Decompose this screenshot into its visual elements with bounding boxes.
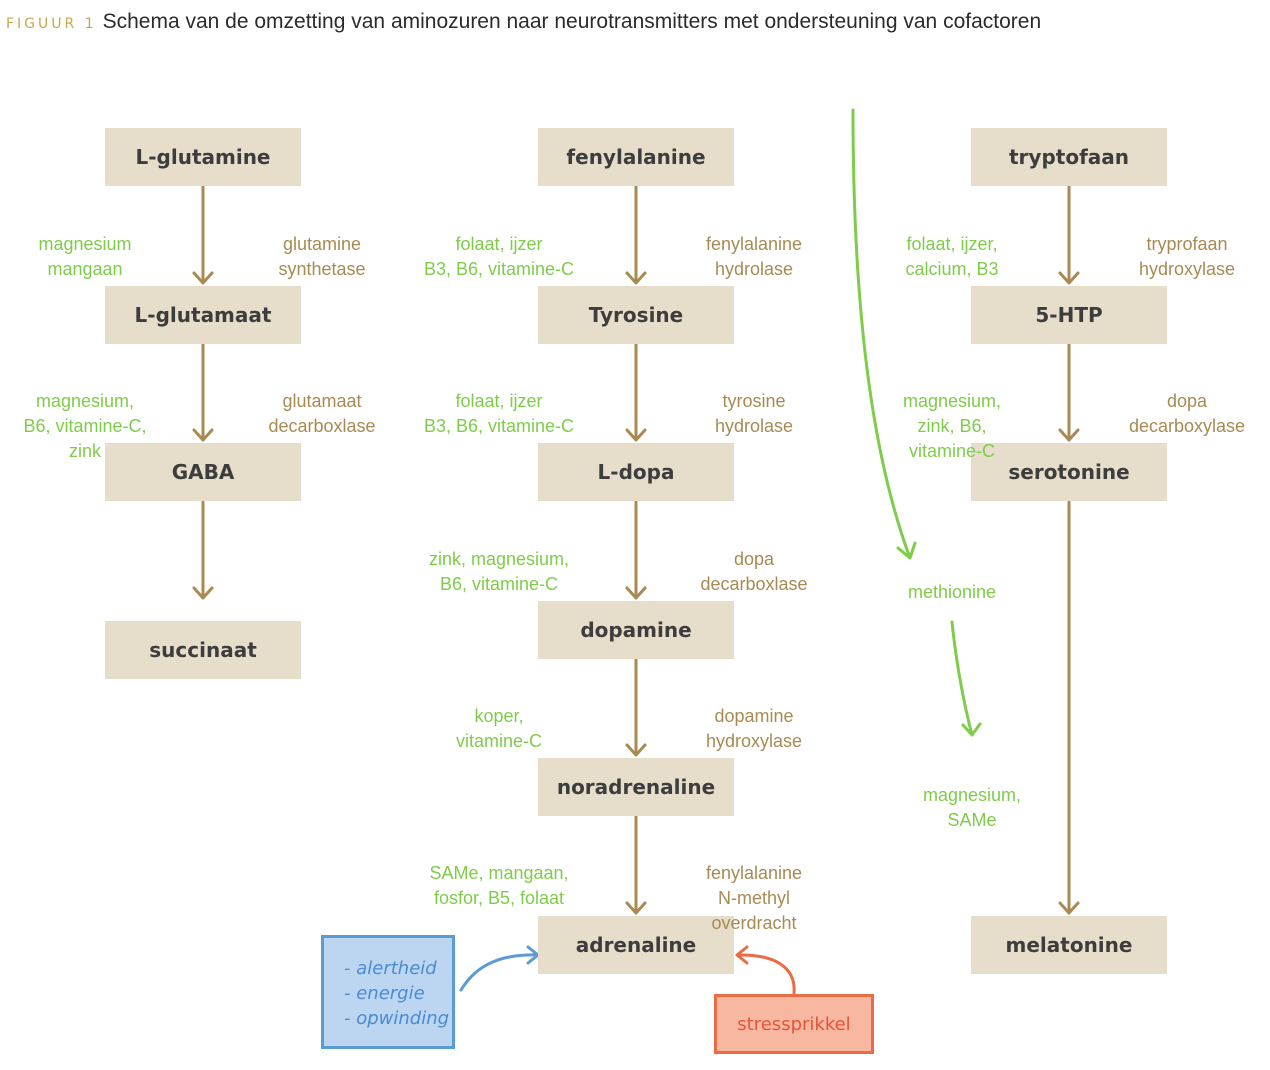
node-5-htp: 5-HTP bbox=[971, 286, 1167, 344]
arrow-stress-adrenaline bbox=[735, 945, 796, 995]
node-tryptofaan: tryptofaan bbox=[971, 128, 1167, 186]
node-succinaat: succinaat bbox=[105, 621, 301, 679]
arrow-methionine-samE bbox=[950, 620, 982, 737]
arrow-fenylalanine-tyrosine bbox=[625, 185, 647, 285]
cofactor-methionine: methionine bbox=[907, 582, 997, 602]
cofactor-serotonine-melatonine: magnesium,SAMe bbox=[922, 785, 1022, 830]
figure-caption: FIGUUR 1 Schema van de omzetting van amin… bbox=[6, 10, 1041, 34]
stress-trigger-box: stressprikkel bbox=[714, 994, 874, 1054]
arrow-serotonine-melatonine bbox=[1058, 500, 1080, 915]
node-tyrosine: Tyrosine bbox=[538, 286, 734, 344]
arrow-effects-adrenaline bbox=[459, 945, 540, 992]
effect-item: - opwinding bbox=[344, 1008, 450, 1029]
arrow-dopamine-noradrenaline bbox=[625, 657, 647, 757]
effect-item: - alertheid bbox=[344, 958, 437, 979]
arrow-noradrenaline-adrenaline bbox=[625, 815, 647, 915]
cofactor-dopamine-noradrenaline: koper,vitamine-C bbox=[455, 706, 543, 751]
figure-label: FIGUUR 1 bbox=[6, 16, 97, 32]
node-l-glutamine: L-glutamine bbox=[105, 128, 301, 186]
node-serotonine: serotonine bbox=[971, 443, 1167, 501]
cofactor-htp-serotonine: magnesium,zink, B6,vitamine-C bbox=[902, 391, 1002, 461]
arrow-ldopa-dopamine bbox=[625, 500, 647, 600]
arrow-gaba-succinaat bbox=[192, 500, 214, 600]
node-gaba: GABA bbox=[105, 443, 301, 501]
effect-item: - energie bbox=[344, 983, 425, 1004]
arrow-htp-serotonine bbox=[1058, 342, 1080, 442]
arrow-tyrosine-ldopa bbox=[625, 342, 647, 442]
node-noradrenaline: noradrenaline bbox=[538, 758, 734, 816]
cofactor-noradrenaline-adrenaline: SAMe, mangaan,fosfor, B5, folaat bbox=[429, 863, 569, 908]
node-l-glutamaat: L-glutamaat bbox=[105, 286, 301, 344]
arrow-tryptofaan-htp bbox=[1058, 185, 1080, 285]
arrow-to-methionine bbox=[851, 108, 917, 560]
node-fenylalanine: fenylalanine bbox=[538, 128, 734, 186]
node-melatonine: melatonine bbox=[971, 916, 1167, 974]
node-dopamine: dopamine bbox=[538, 601, 734, 659]
cofactor-tryptofaan-htp: folaat, ijzer,calcium, B3 bbox=[905, 234, 999, 279]
cofactor-ldopa-dopamine: zink, magnesium,B6, vitamine-C bbox=[428, 549, 570, 594]
effects-box: - alertheid - energie - opwinding bbox=[321, 935, 455, 1049]
arrow-glutamine-glutamaat bbox=[192, 185, 214, 285]
node-adrenaline: adrenaline bbox=[538, 916, 734, 974]
figure-title: Schema van de omzetting van aminozuren n… bbox=[102, 10, 1042, 33]
arrow-glutamaat-gaba bbox=[192, 342, 214, 442]
cofactor-glutamaat-gaba: magnesium,B6, vitamine-C,zink bbox=[23, 391, 147, 461]
node-l-dopa: L-dopa bbox=[538, 443, 734, 501]
